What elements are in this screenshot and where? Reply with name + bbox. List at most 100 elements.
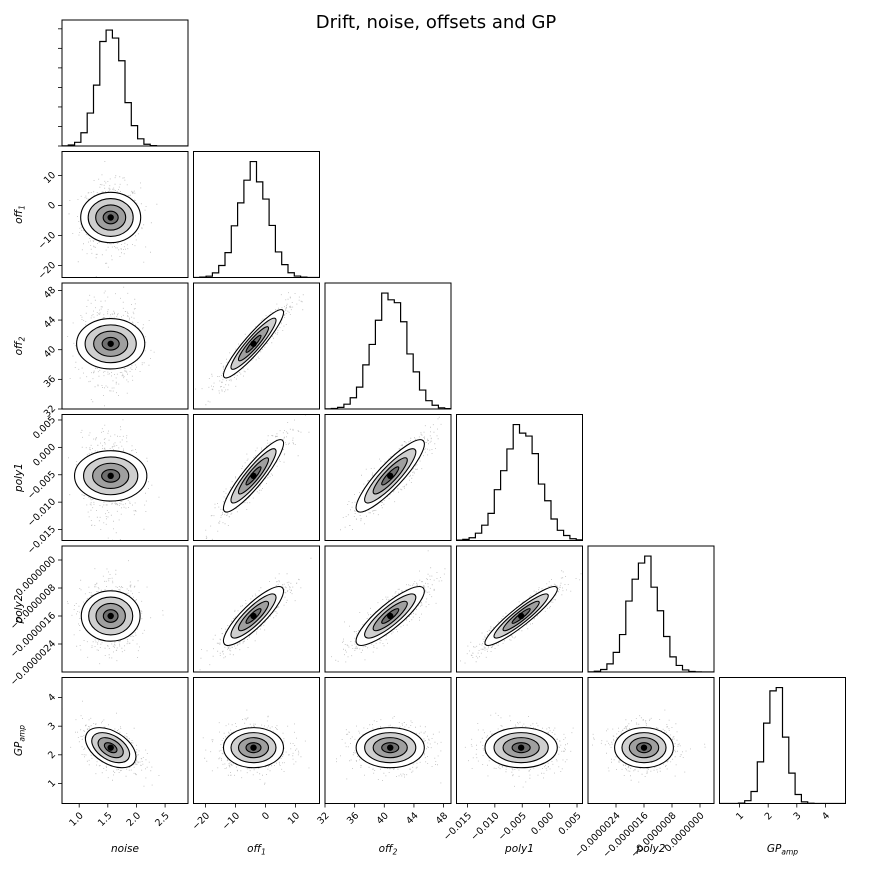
panel-off2-off1 xyxy=(193,282,320,410)
y-tick-label-gpamp: 4 xyxy=(46,692,58,704)
x-tick-label-gpamp: 2 xyxy=(763,810,775,822)
x-tick-label-noise: 1.5 xyxy=(96,810,114,828)
x-axis-label-poly2: poly2 xyxy=(636,843,666,855)
scatter-gpamp-off1 xyxy=(202,709,310,785)
panel-frame xyxy=(587,677,715,804)
panel-gpamp-off2: 32 36 40 44 48 xyxy=(315,677,452,827)
x-tick-label-off2: 44 xyxy=(404,810,420,826)
y-tick-label-poly1: −0.010 xyxy=(25,496,58,529)
x-tick-label-gpamp: 4 xyxy=(820,810,832,822)
x-tick-label-off1: −10 xyxy=(220,810,242,832)
peak-marker xyxy=(250,744,257,751)
x-tick-label-gpamp: 3 xyxy=(791,810,803,822)
peak-marker xyxy=(107,472,114,480)
x-tick-label-poly1: 0.005 xyxy=(557,810,584,837)
panel-off1-off1 xyxy=(193,151,320,278)
peak-marker xyxy=(250,472,257,480)
panel-frame xyxy=(456,677,583,804)
histogram-gpamp xyxy=(719,686,846,804)
y-tick-label-off2: 36 xyxy=(42,374,58,390)
x-tick-label-off1: −20 xyxy=(190,810,212,832)
y-tick-label-off1: −20 xyxy=(36,260,58,282)
panel-poly2-off1 xyxy=(193,545,320,673)
x-tick-label-off2: 48 xyxy=(434,810,450,826)
y-tick-label-off1: −10 xyxy=(36,230,58,252)
panel-frame xyxy=(324,545,452,673)
panel-frame xyxy=(61,545,189,673)
peak-marker xyxy=(387,612,394,620)
panel-noise-noise xyxy=(58,19,189,147)
y-tick-label-poly1: −0.015 xyxy=(25,524,58,557)
y-tick-label-gpamp: 1 xyxy=(46,778,58,790)
panel-poly1-off1 xyxy=(193,414,320,541)
panel-frame xyxy=(324,282,452,410)
peak-marker xyxy=(250,612,257,620)
panel-poly1-off2 xyxy=(324,414,452,541)
panel-frame xyxy=(61,151,189,278)
panel-frame xyxy=(61,414,189,541)
histogram-poly2 xyxy=(588,555,714,672)
x-tick-label-noise: 2.5 xyxy=(153,810,171,828)
y-axis-label-poly1: poly1 xyxy=(13,463,25,493)
panel-frame xyxy=(456,414,583,541)
y-tick-label-poly1: 0.000 xyxy=(31,442,58,469)
panel-gpamp-gpamp: 1 2 3 4 xyxy=(719,677,846,822)
panel-poly2-poly2 xyxy=(587,545,715,673)
x-tick-label-poly1: 0.000 xyxy=(529,810,556,837)
x-tick-label-off2: 36 xyxy=(345,810,361,826)
x-tick-label-off2: 32 xyxy=(315,810,331,826)
x-tick-label-noise: 2.0 xyxy=(125,810,143,828)
histogram-off2 xyxy=(325,292,451,409)
y-axis-label-off1: off1 xyxy=(13,205,27,224)
peak-marker xyxy=(640,744,648,751)
panel-frame xyxy=(324,677,452,804)
y-tick-label-gpamp: 3 xyxy=(46,721,58,733)
peak-marker xyxy=(387,744,394,751)
scatter-off2-noise xyxy=(67,286,155,407)
y-tick-label-poly1: 0.005 xyxy=(31,414,58,441)
y-axis-label-gpamp: GPamp xyxy=(13,725,27,756)
x-axis-label-noise: noise xyxy=(111,843,139,855)
peak-marker xyxy=(107,340,114,347)
x-axis-label-gpamp: GPamp xyxy=(767,843,798,857)
x-axis-label-off1: off1 xyxy=(247,843,266,857)
panel-frame xyxy=(456,545,583,673)
y-tick-label-off2: 48 xyxy=(42,285,58,301)
panel-frame xyxy=(324,414,452,541)
histogram-poly1 xyxy=(456,423,583,541)
x-tick-label-gpamp: 1 xyxy=(734,810,746,822)
x-tick-label-poly1: −0.010 xyxy=(469,810,502,843)
x-axis-label-poly1: poly1 xyxy=(504,843,534,855)
panel-frame xyxy=(61,282,189,410)
y-tick-label-gpamp: 2 xyxy=(46,749,58,761)
panel-poly2-off2 xyxy=(324,545,452,673)
peak-marker xyxy=(517,744,525,751)
panel-poly1-poly1 xyxy=(456,414,583,541)
x-axis-label-off2: off2 xyxy=(379,843,398,857)
histogram-noise xyxy=(62,29,188,146)
x-tick-label-poly1: −0.005 xyxy=(496,810,529,843)
y-axis-label-poly2: poly2 xyxy=(13,594,25,624)
scatter-gpamp-poly1 xyxy=(464,712,574,788)
panel-frame xyxy=(61,19,189,147)
peak-marker xyxy=(387,472,394,480)
panel-frame xyxy=(193,677,320,804)
y-tick-label-poly1: −0.005 xyxy=(25,469,58,502)
panel-frame xyxy=(61,677,189,804)
peak-marker xyxy=(107,744,114,751)
panel-off2-off2 xyxy=(324,282,452,410)
y-axis-label-off2: off2 xyxy=(13,336,27,355)
panel-frame xyxy=(587,545,715,673)
y-tick-label-off1: 10 xyxy=(42,170,58,186)
peak-marker xyxy=(517,612,525,620)
x-tick-label-off2: 40 xyxy=(375,810,391,826)
panel-frame xyxy=(719,677,846,804)
peak-marker xyxy=(107,214,114,221)
